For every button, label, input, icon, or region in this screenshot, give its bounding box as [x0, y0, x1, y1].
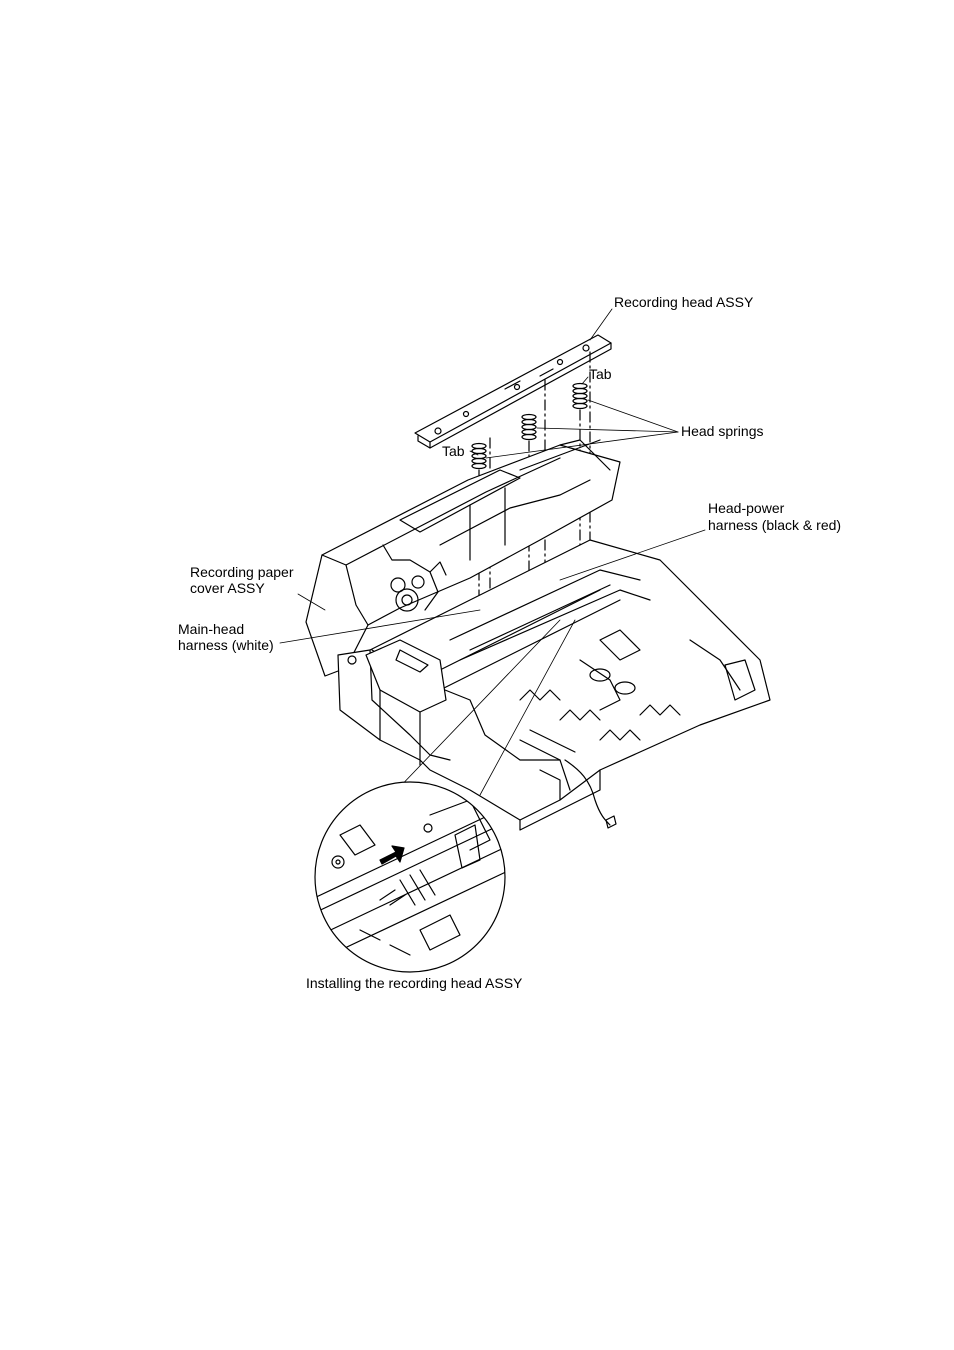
leader-head-springs-1: [588, 400, 678, 432]
label-recording-head-assy: Recording head ASSY: [614, 294, 753, 311]
leader-head-springs-2: [537, 428, 678, 432]
detail-magnifier: [310, 782, 510, 972]
label-main-head-line1: Main-head: [178, 621, 244, 638]
recording-head-assy-part: [415, 335, 611, 448]
label-head-power-line2: harness (black & red): [708, 517, 841, 534]
figure-caption: Installing the recording head ASSY: [306, 975, 522, 992]
leader-tab-right: [582, 377, 588, 384]
head-spring-left: [472, 444, 486, 469]
label-tab-left: Tab: [442, 443, 465, 460]
label-head-power-line1: Head-power: [708, 500, 784, 517]
head-spring-middle: [522, 415, 536, 440]
label-recording-paper-cover-line1: Recording paper: [190, 564, 294, 581]
leader-recording-head-assy: [590, 309, 612, 340]
label-head-springs: Head springs: [681, 423, 764, 440]
head-spring-right: [573, 384, 587, 409]
label-recording-paper-cover-line2: cover ASSY: [190, 580, 265, 597]
label-main-head-line2: harness (white): [178, 637, 274, 654]
label-tab-right: Tab: [589, 366, 612, 383]
